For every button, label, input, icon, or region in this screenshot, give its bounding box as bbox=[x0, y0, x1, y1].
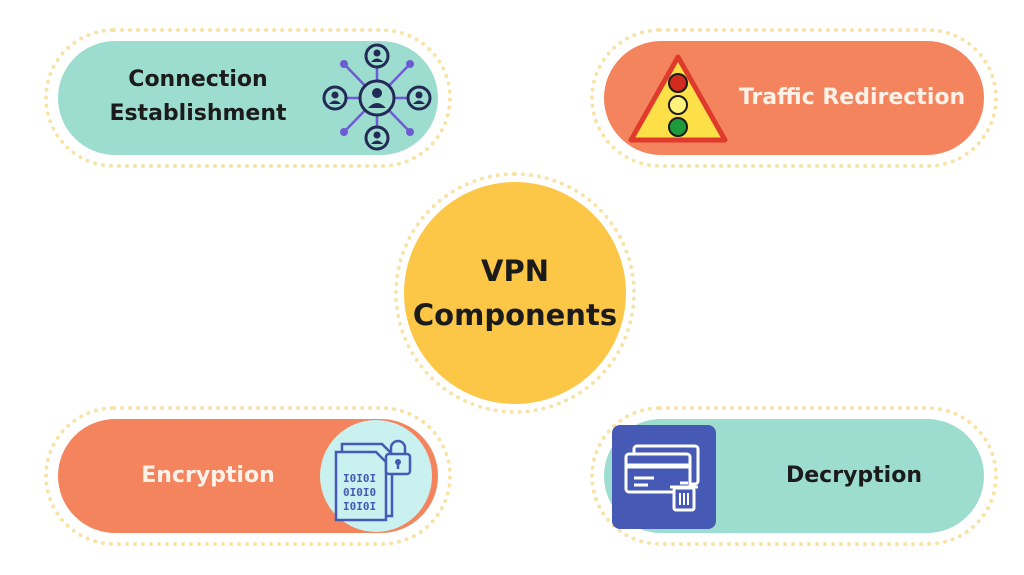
encryption-ring bbox=[44, 406, 452, 546]
card-trash-icon bbox=[624, 444, 700, 512]
svg-text:I0I0I: I0I0I bbox=[343, 472, 376, 485]
hub-title: VPN Components bbox=[413, 249, 617, 337]
connection-label: Connection Establishment bbox=[98, 63, 298, 131]
traffic-light-icon bbox=[628, 54, 728, 143]
svg-text:I0I0I: I0I0I bbox=[343, 500, 376, 513]
hub-title-line2: Components bbox=[412, 298, 618, 332]
traffic-label: Traffic Redirection bbox=[738, 85, 966, 110]
connection-label-line1: Connection bbox=[128, 67, 268, 92]
center-ring bbox=[394, 172, 636, 414]
connection-label-line2: Establishment bbox=[109, 101, 287, 126]
encryption-label: Encryption bbox=[141, 463, 275, 488]
encrypted-document-icon: I0I0I 0I0I0 I0I0I bbox=[334, 439, 412, 522]
network-users-icon bbox=[322, 43, 432, 151]
vpn-components-hub: VPN Components bbox=[404, 182, 626, 404]
connection-ring bbox=[44, 28, 452, 168]
traffic-ring bbox=[590, 28, 998, 168]
decryption-ring bbox=[590, 406, 998, 546]
decryption-label: Decryption bbox=[786, 463, 922, 488]
svg-text:0I0I0: 0I0I0 bbox=[343, 486, 376, 499]
hub-title-line1: VPN bbox=[481, 254, 549, 288]
